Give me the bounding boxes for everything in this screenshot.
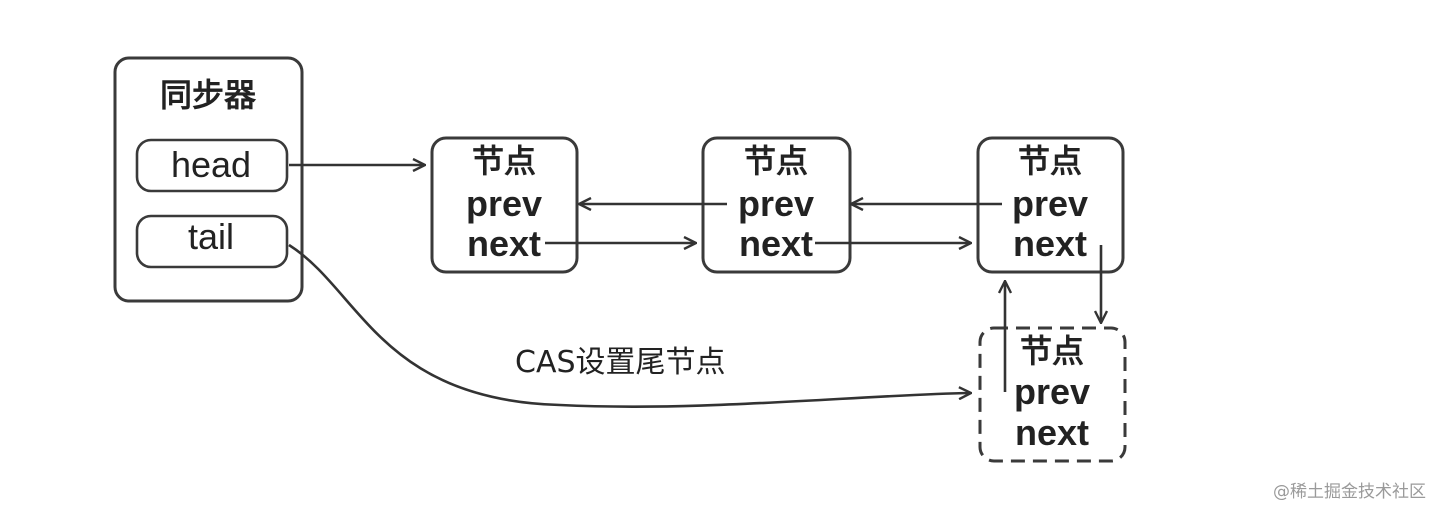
- tail-cas-arrow: [288, 243, 970, 408]
- synchronizer-box: 同步器 head tail: [113, 56, 304, 303]
- new-node-next: next: [1015, 412, 1089, 453]
- node-1-title: 节点: [472, 142, 536, 180]
- new-node-title: 节点: [1020, 332, 1084, 370]
- node-2-title: 节点: [744, 142, 808, 180]
- node-1: 节点 prev next: [430, 136, 579, 274]
- node-2-next: next: [739, 223, 813, 264]
- tail-label: tail: [188, 216, 234, 257]
- new-node-prev: prev: [1014, 371, 1090, 412]
- cas-set-tail-label: CAS设置尾节点: [515, 345, 726, 380]
- node-3-next: next: [1013, 223, 1087, 264]
- node-3-prev: prev: [1012, 183, 1088, 224]
- head-label: head: [171, 144, 251, 185]
- head-field: head: [135, 138, 289, 193]
- node-1-prev: prev: [466, 183, 542, 224]
- node-3-title: 节点: [1018, 142, 1082, 180]
- node-1-next: next: [467, 223, 541, 264]
- watermark: @稀土掘金技术社区: [1273, 482, 1426, 502]
- node-3: 节点 prev next: [976, 136, 1125, 274]
- synchronizer-title: 同步器: [160, 76, 257, 114]
- new-tail-node: 节点 prev next: [978, 326, 1127, 463]
- node-2-prev: prev: [738, 183, 814, 224]
- tail-field: tail: [135, 214, 289, 269]
